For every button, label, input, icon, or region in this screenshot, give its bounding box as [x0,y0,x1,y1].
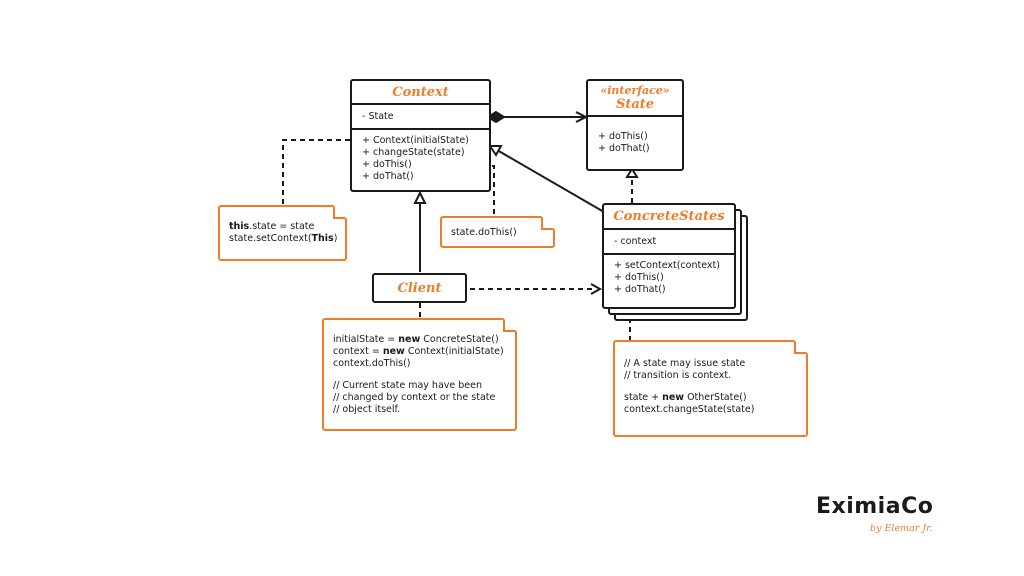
brand-name: EximiaCo [816,494,934,519]
context-class: Context - State + Context(initialState) … [350,79,491,192]
note-line: initialState = new ConcreteState() [333,334,499,345]
brand-tagline: by Elemar Jr. [870,523,933,534]
note-context-constructor: this.state = state state.setContext(This… [218,205,347,261]
client-context-arrowhead [413,190,427,204]
note-line: // Current state may have been [333,380,482,391]
keyword: This [311,233,334,244]
client-concrete-arrowhead [590,283,603,295]
keyword: new [662,392,685,403]
context-method: + doThis() [362,159,412,170]
keyword: this [229,221,250,232]
context-class-title: Context [392,85,449,100]
note-line: this.state = state [229,221,315,232]
note-state-dothis: state.doThis() [440,216,555,248]
keyword: new [382,346,405,357]
note-concrete-states: // A state may issue state // transition… [613,340,808,437]
context-method: + doThat() [362,171,414,182]
note-link-dothis [420,165,495,216]
state-interface: «interface» State + doThis() + doThat() [586,79,684,171]
note-line: state.setContext(This) [229,233,338,244]
association-arrowhead [488,145,503,157]
keyword: new [398,334,421,345]
concrete-states-method: + doThis() [614,272,664,283]
note-line: // changed by context or the state [333,392,496,403]
note-line: state.doThis() [451,227,517,238]
context-field: - State [362,111,394,122]
concrete-states-title: ConcreteStates [613,209,725,224]
note-client: initialState = new ConcreteState() conte… [322,318,517,431]
realization-arrowhead [625,167,639,178]
state-method: + doThat() [598,143,650,154]
note-line: context.changeState(state) [624,404,755,415]
concrete-states-method: + setContext(context) [614,260,720,271]
note-line: state + new OtherState() [624,392,747,403]
note-line: // object itself. [333,404,401,415]
note-line: context.doThis() [333,358,411,369]
client-title: Client [397,281,442,296]
note-line: // transition is context. [624,370,732,381]
concrete-states-field: - context [614,236,657,247]
note-line: context = new Context(initialState) [333,346,504,357]
aggregation-diamond [486,110,506,124]
concrete-states-class: ConcreteStates - context + setContext(co… [602,203,736,309]
note-link-context-ctor [282,139,350,205]
context-method: + Context(initialState) [362,135,469,146]
brand-logo: EximiaCo by Elemar Jr. [816,494,934,534]
state-interface-title: State [615,97,655,112]
association-line [496,149,605,213]
note-line: // A state may issue state [624,358,746,369]
client-class: Client [372,273,467,303]
state-method: + doThis() [598,131,648,142]
concrete-states-method: + doThat() [614,284,666,295]
state-stereotype: «interface» [600,84,670,97]
context-method: + changeState(state) [362,147,465,158]
